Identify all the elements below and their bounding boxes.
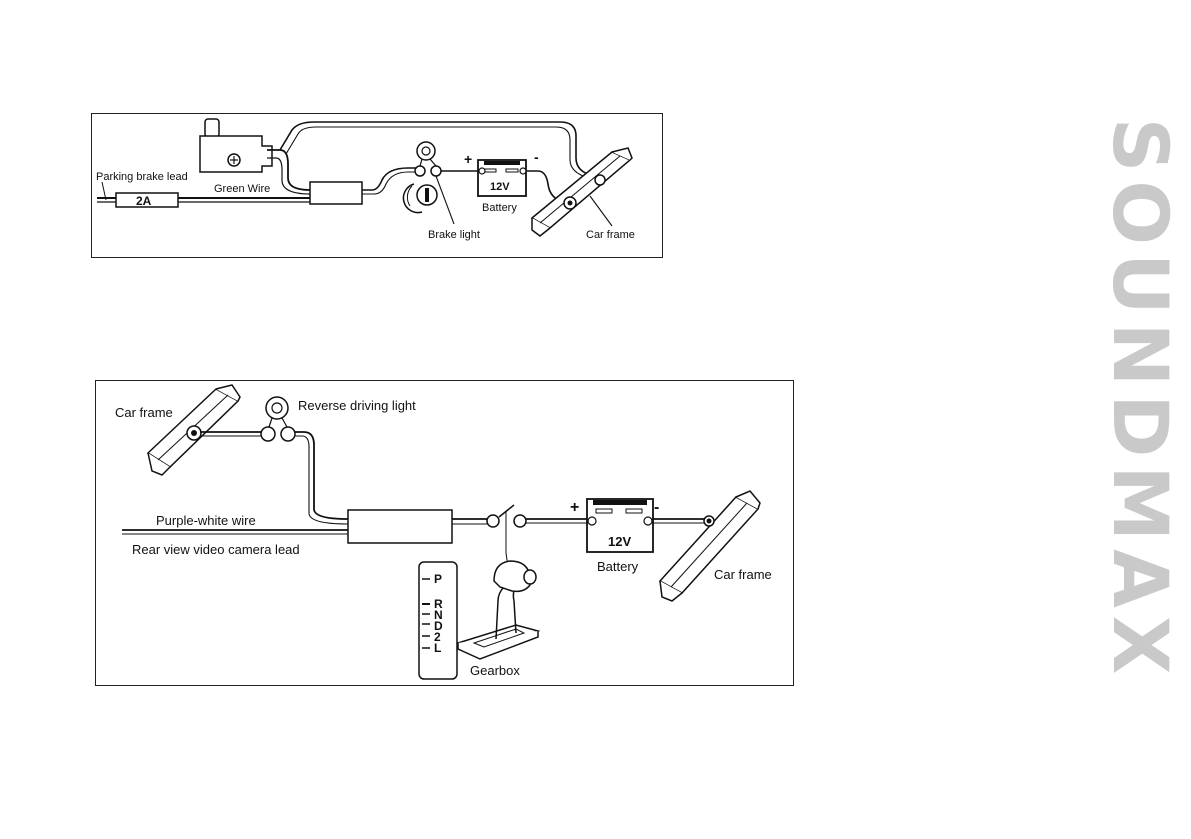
battery-plus-label: + — [570, 499, 579, 516]
switch-wire-2 — [267, 157, 311, 195]
brake-light-pointer — [435, 175, 455, 225]
car-frame-pointer — [589, 195, 613, 227]
battery-minus-label: - — [534, 149, 539, 165]
battery-label: Battery — [482, 202, 517, 214]
fuse-label: 2A — [136, 194, 152, 208]
switch-wire — [267, 149, 311, 191]
purple-white-wire-label: Purple-white wire — [156, 513, 256, 528]
gear-r-label: R — [434, 597, 443, 611]
rear-camera-lead-label: Rear view video camera lead — [132, 542, 300, 557]
brake-pedal-switch-icon — [402, 183, 438, 214]
gear-2-label: 2 — [434, 630, 441, 644]
gear-n-label: N — [434, 608, 443, 622]
parking-brake-wiring-svg: Parking brake lead 2A Green Wire + - 12V… — [96, 118, 635, 241]
brake-light-icon — [414, 141, 442, 177]
reverse-camera-diagram: P R N D 2 L Car frame Reverse driving li… — [95, 380, 794, 686]
brake-switch-icon — [199, 118, 273, 173]
gear-l-label: L — [434, 641, 441, 655]
battery-label: Battery — [597, 559, 639, 574]
brake-light-label: Brake light — [428, 229, 480, 241]
junction-box — [347, 509, 453, 544]
parking-brake-lead-pointer — [101, 181, 107, 201]
fuse-icon — [115, 192, 179, 208]
gear-p-label: P — [434, 572, 442, 586]
soundmax-wordmark: SOUNDMAX — [1104, 117, 1176, 683]
car-frame-icon — [530, 147, 633, 237]
gear-d-label: D — [434, 619, 443, 633]
parking-brake-lead-label: Parking brake lead — [96, 171, 188, 183]
battery-minus-label: - — [654, 499, 659, 516]
ground-loop-wire — [279, 121, 595, 177]
reverse-camera-wiring-svg: P R N D 2 L Car frame Reverse driving li… — [115, 384, 772, 680]
reverse-light-label: Reverse driving light — [298, 398, 416, 413]
soundmax-logo: SOUNDMAX — [1104, 55, 1176, 745]
car-frame-left-icon — [146, 384, 241, 476]
gear-indicator-icon — [418, 561, 458, 680]
ground-loop-wire-2 — [285, 126, 589, 179]
battery-icon — [586, 498, 654, 553]
parking-brake-diagram: Parking brake lead 2A Green Wire + - 12V… — [91, 113, 663, 258]
reverse-light-icon — [260, 396, 296, 442]
junction-box — [309, 181, 363, 205]
reverse-light-wire-2 — [295, 435, 349, 525]
brake-light-wire-2 — [362, 171, 420, 195]
battery-voltage-label: 12V — [490, 181, 510, 193]
gear-stick-icon — [455, 560, 541, 660]
reverse-switch-icon — [486, 504, 527, 568]
car-frame-left-label: Car frame — [115, 405, 173, 420]
car-frame-right-icon — [658, 490, 761, 602]
car-frame-right-label: Car frame — [714, 567, 772, 582]
brake-light-wire — [362, 167, 420, 191]
reverse-light-wire — [295, 431, 349, 520]
battery-voltage-label: 12V — [608, 534, 631, 549]
battery-plus-label: + — [464, 151, 472, 167]
gearbox-label: Gearbox — [470, 663, 520, 678]
battery-icon — [477, 159, 527, 197]
green-wire-label: Green Wire — [214, 183, 270, 195]
car-frame-label: Car frame — [586, 229, 635, 241]
